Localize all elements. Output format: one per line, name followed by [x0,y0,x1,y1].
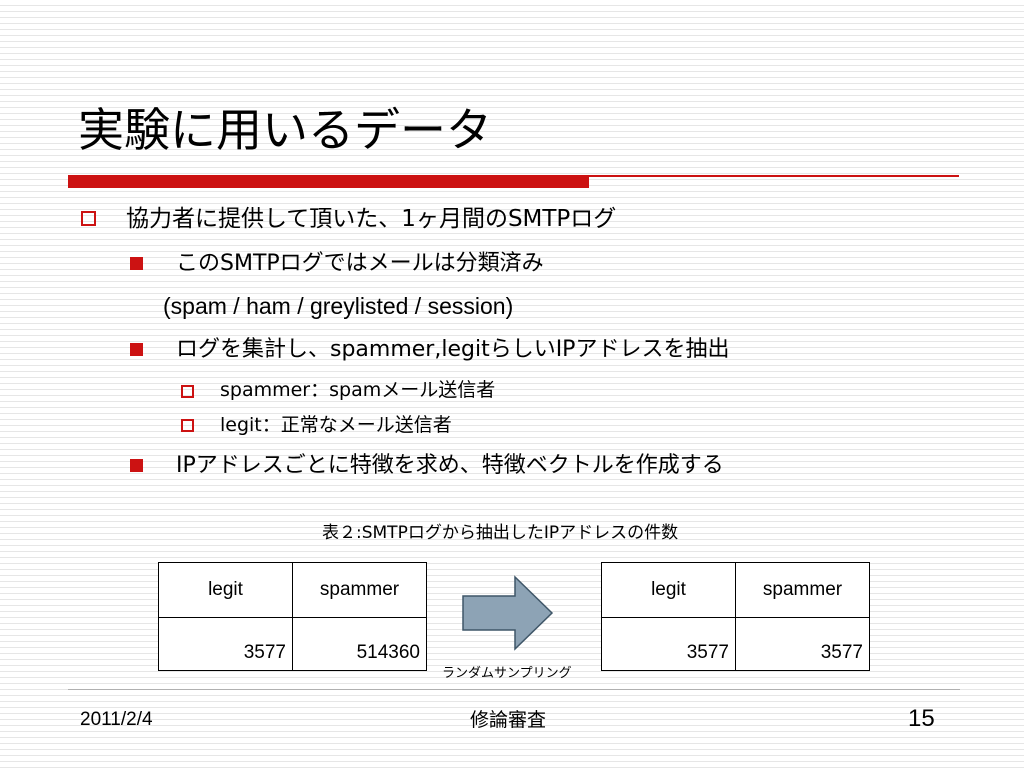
random-sampling-label: ランダムサンプリング [442,666,572,681]
table-value-row: 3577 514360 [158,617,427,671]
solid-square-bullet-icon [130,459,143,472]
hollow-square-bullet-icon [181,419,194,432]
value-legit: 3577 [601,617,736,671]
value-legit: 3577 [158,617,293,671]
table-value-row: 3577 3577 [601,617,870,671]
header-legit: legit [158,562,293,618]
header-spammer: spammer [292,562,427,618]
hollow-square-bullet-icon [81,211,96,226]
ip-count-table-before: legit spammer 3577 514360 [158,562,427,671]
title-rule-thin [589,175,959,177]
title-rule-thick [68,175,589,188]
ip-count-table-after: legit spammer 3577 3577 [601,562,870,671]
table-caption: 表２:SMTPログから抽出したIPアドレスの件数 [322,523,679,543]
footer-date: 2011/2/4 [80,709,153,730]
footer-rule [68,689,960,690]
header-spammer: spammer [735,562,870,618]
right-arrow-icon [462,575,554,651]
slide-title: 実験に用いるデータ [78,103,492,157]
bullet-feature-vector: IPアドレスごとに特徴を求め、特徴ベクトルを作成する [176,453,724,478]
table-header-row: legit spammer [601,562,870,618]
bullet-spammer-def: spammer：spamメール送信者 [220,379,496,401]
hollow-square-bullet-icon [181,385,194,398]
bullet-data-source: 協力者に提供して頂いた、1ヶ月間のSMTPログ [126,206,617,232]
bullet-classified: このSMTPログではメールは分類済み [176,251,544,276]
solid-square-bullet-icon [130,343,143,356]
page-number: 15 [908,705,935,732]
bullet-legit-def: legit：正常なメール送信者 [220,414,452,436]
solid-square-bullet-icon [130,257,143,270]
value-spammer: 3577 [735,617,870,671]
bullet-extract: ログを集計し、spammer,legitらしいIPアドレスを抽出 [176,337,730,362]
footer-title: 修論審査 [470,709,547,731]
header-legit: legit [601,562,736,618]
table-header-row: legit spammer [158,562,427,618]
bullet-classified-labels: (spam / ham / greylisted / session) [163,293,514,319]
value-spammer: 514360 [292,617,427,671]
